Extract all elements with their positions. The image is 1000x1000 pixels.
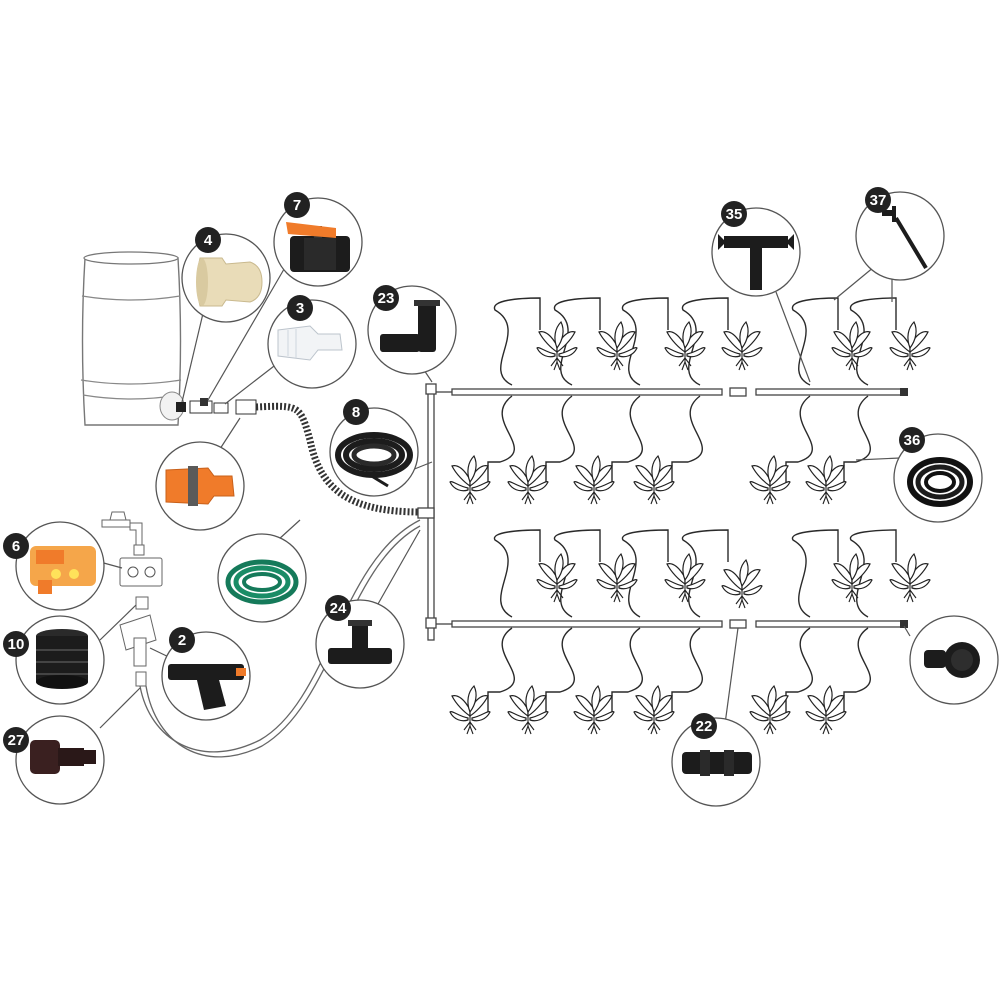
threaded-adapter-icon (36, 629, 88, 689)
callout-label-4: 4 (204, 232, 213, 249)
barrel-adapter-icon (196, 257, 263, 307)
elbow-fitting-icon (380, 300, 440, 352)
timer-unit (119, 557, 163, 587)
callout-label-35: 35 (726, 206, 743, 223)
barbed-tee-icon (718, 234, 794, 290)
orange-hose-coupler-icon (165, 466, 235, 506)
callout-8[interactable]: 8 (329, 399, 419, 497)
black-tubing-coil-icon (335, 432, 413, 488)
callout-24[interactable]: 24 (315, 595, 405, 689)
ball-valve-icon (286, 222, 350, 272)
braided-supply-hose (255, 402, 421, 516)
callout-4[interactable]: 4 (181, 227, 271, 323)
callout-label-8: 8 (352, 404, 360, 421)
drip-stake-icon (882, 206, 928, 270)
drip-zone-upper (449, 297, 931, 505)
micro-tubing-coil-icon (907, 457, 973, 507)
callout-36[interactable]: 36 (893, 427, 983, 523)
callout-2[interactable]: 2 (161, 627, 251, 721)
callout-label-27: 27 (8, 732, 25, 749)
callout-7[interactable]: 7 (273, 192, 363, 287)
callout-end-plug[interactable] (909, 615, 999, 705)
filter-assembly (119, 596, 157, 687)
callout-label-10: 10 (8, 636, 25, 653)
callout-35[interactable]: 35 (711, 201, 801, 297)
callout-label-36: 36 (904, 432, 921, 449)
drip-zone-lower (449, 529, 931, 735)
callout-label-23: 23 (378, 290, 395, 307)
callout-label-2: 2 (178, 632, 186, 649)
callout-27[interactable]: 27 (3, 715, 105, 805)
leader-lines (99, 261, 911, 729)
hose-connector-icon (277, 325, 343, 361)
tee-fitting-icon (328, 620, 392, 664)
callout-10[interactable]: 10 (3, 615, 105, 705)
callout-23[interactable]: 23 (367, 285, 457, 375)
rain-barrel (80, 251, 185, 426)
water-tap (101, 511, 145, 556)
callout-22[interactable]: 22 (671, 713, 761, 807)
callout-label-37: 37 (870, 192, 887, 209)
straight-coupler-icon (682, 750, 752, 776)
lateral-pipe-lower (436, 619, 908, 629)
hose-barb-adapter-icon (30, 740, 96, 774)
callout-garden-hose[interactable] (217, 533, 307, 623)
main-header-pipe (417, 383, 437, 641)
callout-37[interactable]: 37 (855, 187, 945, 281)
callout-label-6: 6 (12, 538, 20, 555)
callout-label-3: 3 (296, 300, 304, 317)
callout-label-22: 22 (696, 718, 713, 735)
callout-hose-coupler[interactable] (155, 441, 245, 531)
green-hose-coil-icon (225, 559, 299, 605)
water-timer-icon (30, 546, 96, 594)
secondary-supply-hose (139, 519, 421, 753)
callout-label-24: 24 (330, 600, 347, 617)
y-filter-icon (168, 664, 246, 710)
barrel-outlet-fittings (176, 398, 257, 415)
callout-6[interactable]: 6 (3, 521, 105, 611)
callout-label-7: 7 (293, 197, 301, 214)
end-plug-icon (924, 642, 980, 678)
lateral-pipe-upper (436, 387, 908, 397)
callout-3[interactable]: 3 (267, 295, 357, 389)
